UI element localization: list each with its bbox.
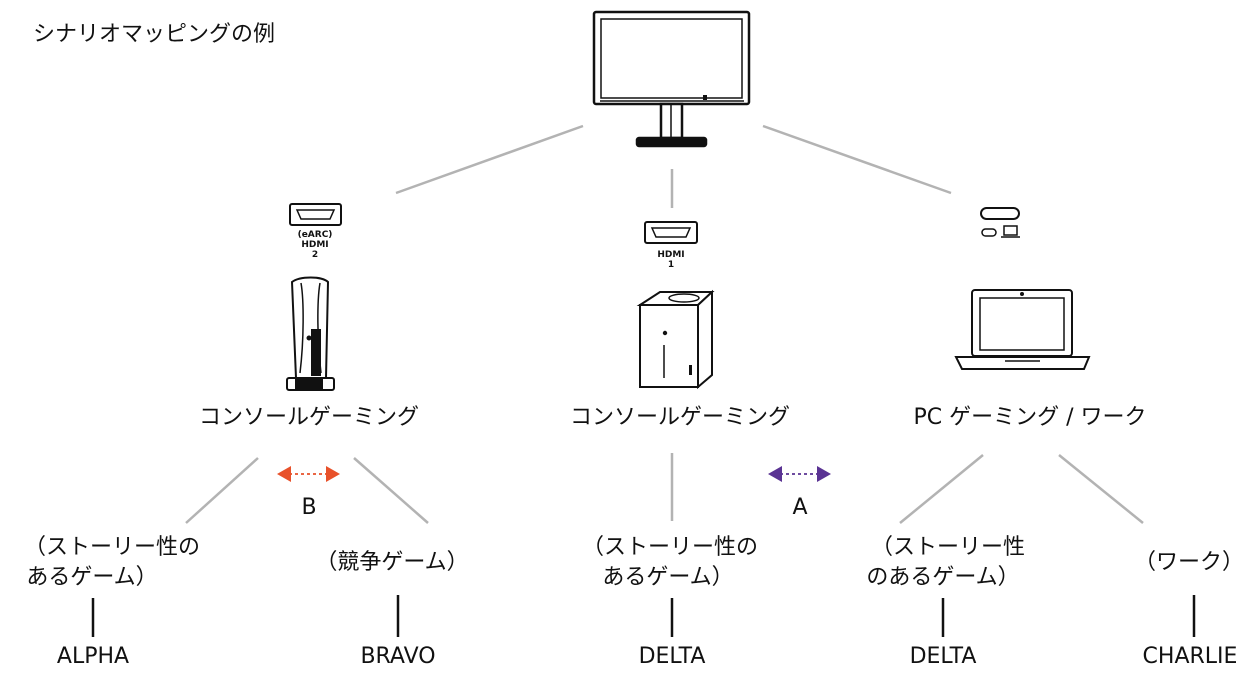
hdmi2-caption: (eARC) HDMI 2 xyxy=(298,230,333,260)
scenario-label-1-line1: （ストーリー性の xyxy=(23,535,201,560)
laptop-small-icon xyxy=(1001,225,1020,238)
scenario-label-4-line2: のあるゲーム） xyxy=(866,565,1020,590)
arrow-b-label: B xyxy=(301,495,317,520)
device-label-pc: PC ゲーミング / ワーク xyxy=(913,405,1147,430)
scenario-label-4-line1: （ストーリー性 xyxy=(870,535,1026,560)
mode-name-1: ALPHA xyxy=(56,644,130,669)
mode-name-5: CHARLIE xyxy=(1142,644,1238,669)
arrow-a-label: A xyxy=(792,495,808,520)
game-console-tower-icon xyxy=(286,276,335,391)
scenario-label-3-line1: （ストーリー性の xyxy=(581,535,759,560)
line-monitor-usbc xyxy=(762,124,952,195)
device-label-console-2: コンソールゲーミング xyxy=(569,405,791,430)
mode-name-4: DELTA xyxy=(909,644,977,669)
port-number: 2 xyxy=(311,250,319,260)
earc-label: (eARC) xyxy=(297,230,333,240)
scenario-label-1-line2: あるゲーム） xyxy=(26,565,158,590)
game-console-box-icon xyxy=(636,289,715,390)
line-monitor-hdmi2 xyxy=(395,124,584,195)
device-label-console-1: コンソールゲーミング xyxy=(198,405,420,430)
mode-name-2: BRAVO xyxy=(360,644,436,669)
connection-lines xyxy=(395,124,952,208)
hdmi-port-icon xyxy=(644,221,698,244)
arrow-b xyxy=(277,466,340,482)
mode-connectors xyxy=(91,595,1196,637)
usb-c-port-icon xyxy=(980,207,1020,237)
laptop-icon xyxy=(954,289,1091,370)
scenario-lines xyxy=(185,453,1144,524)
hdmi-logo-text: HDMI xyxy=(301,240,329,250)
scenario-label-5: （ワーク） xyxy=(1133,550,1245,575)
hdmi1-caption: HDMI 1 xyxy=(657,250,684,270)
port-number: 1 xyxy=(667,260,675,270)
scenario-label-2: （競争ゲーム） xyxy=(315,550,469,575)
diagram-title: シナリオマッピングの例 xyxy=(33,22,276,47)
hdmi-logo-text: HDMI xyxy=(657,250,685,260)
hdmi-port-icon xyxy=(289,203,342,226)
scenario-label-3-line2: あるゲーム） xyxy=(602,565,734,590)
mode-name-3: DELTA xyxy=(638,644,706,669)
arrow-a xyxy=(768,466,831,482)
monitor-icon xyxy=(592,10,751,148)
